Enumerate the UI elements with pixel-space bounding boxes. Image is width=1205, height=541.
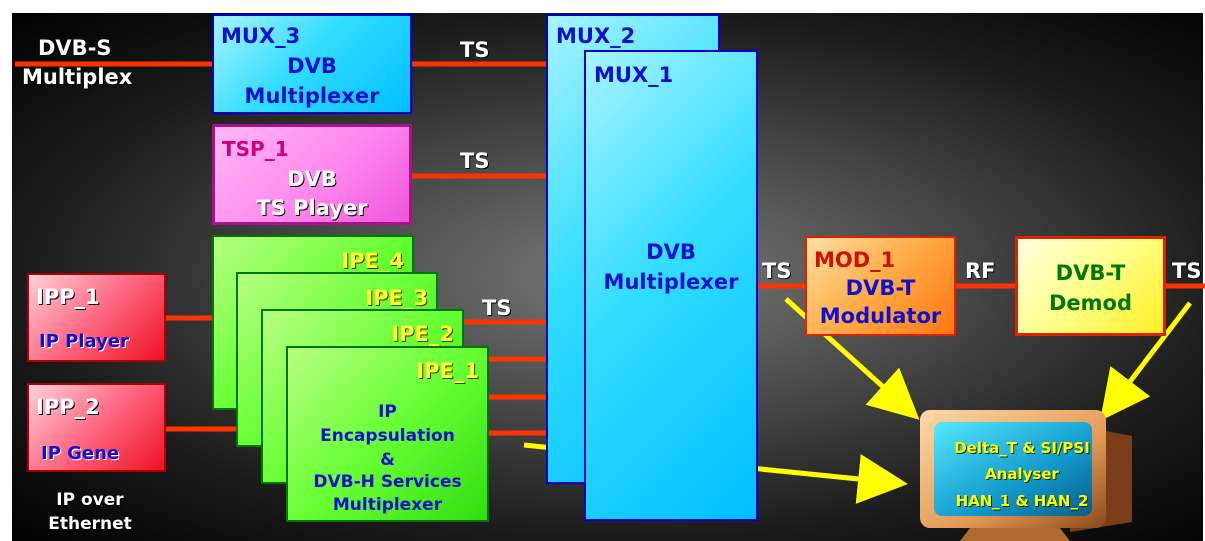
ipe4-id: IPE_4: [341, 249, 404, 273]
ipp1-id: IPP_1: [36, 285, 100, 309]
rf-label: RF: [965, 259, 996, 283]
mux1-id: MUX_1: [594, 63, 674, 87]
mod1-line1: DVB-T: [845, 276, 916, 300]
dvbs-label-2: Multiplex: [22, 65, 133, 89]
mux3-block: MUX_3 DVB Multiplexer: [212, 14, 412, 114]
arrow-demod-to-analyser: [1099, 301, 1192, 421]
mux3-line2: Multiplexer: [244, 84, 380, 108]
mod1-line2: Modulator: [819, 304, 942, 328]
demod-line2: Demod: [1048, 291, 1132, 315]
mux3-id: MUX_3: [221, 24, 301, 48]
ts-label-mux1-out: TS: [762, 259, 792, 283]
ts-label-ipe: TS: [482, 296, 512, 320]
mux2-id: MUX_2: [556, 24, 636, 48]
mux3-line1: DVB: [287, 54, 337, 78]
mux1-line1: DVB: [646, 240, 696, 264]
mod1-block: MOD_1 DVB-T Modulator: [805, 236, 956, 336]
demod-line1: DVB-T: [1055, 261, 1126, 285]
mod1-id: MOD_1: [814, 248, 896, 272]
ip-over-ethernet-line1: IP over: [56, 490, 124, 510]
ipp2-id: IPP_2: [36, 395, 100, 419]
ipp1-block: IPP_1 IP Player: [27, 273, 166, 362]
ipp2-block: IPP_2 IP Gene: [27, 383, 166, 472]
tsp1-line2: TS Player: [256, 196, 368, 220]
ipp2-label: IP Gene: [41, 443, 120, 464]
mux1-line2: Multiplexer: [603, 270, 739, 294]
ipe2-id: IPE_2: [391, 322, 454, 346]
tsp1-id: TSP_1: [222, 137, 289, 161]
ts-label-tsp1: TS: [460, 149, 490, 173]
demod-block: DVB-T Demod: [1015, 236, 1166, 336]
ipe1-id: IPE_1: [416, 359, 479, 383]
tsp1-block: TSP_1 DVB TS Player: [212, 124, 412, 225]
dvbs-label-1: DVB-S: [38, 36, 112, 60]
analyser-line2: Analyser: [985, 465, 1059, 483]
ipe3-id: IPE_3: [365, 286, 428, 310]
analyser-line1: Delta_T & SI/PSI: [954, 439, 1090, 457]
ipe1-line3: &: [380, 450, 395, 470]
ipe1-line1: IP: [378, 402, 397, 422]
ipe1-block: IPE_1 IP Encapsulation & DVB-H Services …: [286, 346, 489, 522]
ipe1-line5: Multiplexer: [332, 495, 443, 515]
ipe1-line4: DVB-H Services: [313, 472, 462, 492]
monitor-icon: [920, 410, 1132, 541]
ipp1-label: IP Player: [39, 331, 129, 352]
ts-label-mux3: TS: [460, 38, 490, 62]
tsp1-line1: DVB: [287, 167, 337, 191]
ip-over-ethernet-line2: Ethernet: [48, 514, 132, 534]
analyser-line3: HAN_1 & HAN_2: [955, 492, 1089, 510]
mux1-block: MUX_1 DVB Multiplexer: [584, 50, 758, 521]
ipe1-line2: Encapsulation: [320, 426, 455, 446]
ts-label-demod-out: TS: [1172, 259, 1202, 283]
